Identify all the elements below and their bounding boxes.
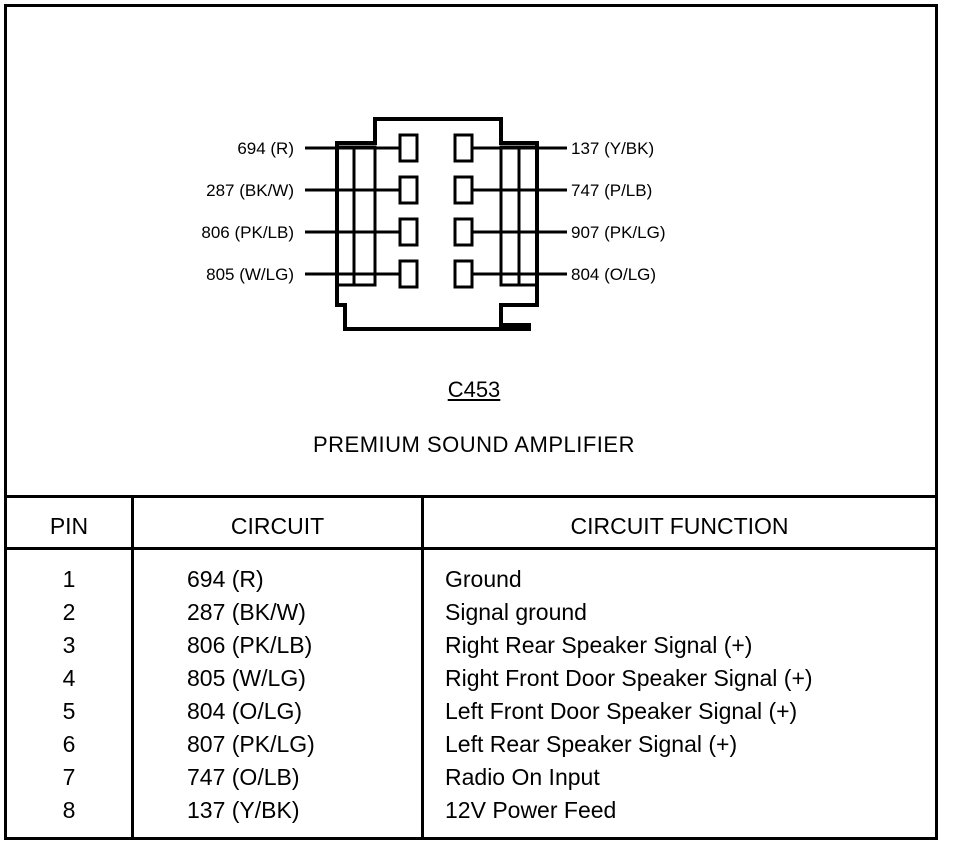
circuit-cell: 804 (O/LG) bbox=[187, 698, 303, 724]
wire-label-right: 747 (P/LB) bbox=[571, 181, 652, 200]
terminal-cavity bbox=[453, 175, 474, 205]
pin-cell: 2 bbox=[62, 599, 76, 625]
table-row: 7 747 (O/LB) Radio On Input bbox=[7, 761, 935, 794]
connector-name: PREMIUM SOUND AMPLIFIER bbox=[313, 432, 635, 457]
pin-cell: 3 bbox=[62, 632, 76, 658]
function-cell: Ground bbox=[445, 566, 522, 592]
terminal-cavity bbox=[398, 217, 419, 247]
wire-label-left: 806 (PK/LB) bbox=[201, 223, 294, 242]
connector-housing bbox=[335, 117, 539, 331]
function-cell: Right Front Door Speaker Signal (+) bbox=[445, 665, 813, 691]
pin-cell: 6 bbox=[62, 731, 76, 757]
pin-cell: 1 bbox=[62, 566, 76, 592]
circuit-cell: 137 (Y/BK) bbox=[187, 797, 300, 823]
wire-label-right: 137 (Y/BK) bbox=[571, 139, 654, 158]
function-cell: Signal ground bbox=[445, 599, 587, 625]
function-cell: Left Rear Speaker Signal (+) bbox=[445, 731, 738, 757]
terminal-cavity bbox=[453, 133, 474, 163]
table-row: 1 694 (R) Ground bbox=[7, 563, 935, 596]
column-divider bbox=[421, 497, 424, 837]
left-latch bbox=[335, 145, 377, 287]
function-cell: Radio On Input bbox=[445, 764, 600, 790]
pin-cell: 4 bbox=[62, 665, 76, 691]
pin-cell: 7 bbox=[62, 764, 76, 790]
column-divider bbox=[131, 497, 134, 837]
table-row: 2 287 (BK/W) Signal ground bbox=[7, 596, 935, 629]
header-rule bbox=[7, 547, 935, 550]
circuit-cell: 287 (BK/W) bbox=[187, 599, 306, 625]
table-row: 6 807 (PK/LG) Left Rear Speaker Signal (+) bbox=[7, 728, 935, 761]
function-cell: Left Front Door Speaker Signal (+) bbox=[445, 698, 798, 724]
circuit-cell: 806 (PK/LB) bbox=[187, 632, 313, 658]
connector-id: C453 bbox=[447, 377, 501, 402]
pin-cell: 5 bbox=[62, 698, 76, 724]
table-row: 3 806 (PK/LB) Right Rear Speaker Signal (+… bbox=[7, 629, 935, 662]
table-divider bbox=[7, 495, 935, 498]
wire-label-right: 907 (PK/LG) bbox=[571, 223, 666, 242]
wire-label-right: 804 (O/LG) bbox=[571, 265, 656, 284]
wire-label-left: 805 (W/LG) bbox=[206, 265, 294, 284]
circuit-cell: 747 (O/LB) bbox=[187, 764, 300, 790]
terminal-cavity bbox=[398, 133, 419, 163]
function-cell: 12V Power Feed bbox=[445, 797, 617, 823]
circuit-cell: 694 (R) bbox=[187, 566, 264, 592]
header-pin: PIN bbox=[49, 513, 89, 539]
circuit-cell: 807 (PK/LG) bbox=[187, 731, 315, 757]
header-circuit: CIRCUIT bbox=[230, 513, 325, 539]
terminal-cavity bbox=[398, 259, 419, 289]
wire-label-left: 287 (BK/W) bbox=[206, 181, 294, 200]
terminal-cavity bbox=[398, 175, 419, 205]
table-row: 5 804 (O/LG) Left Front Door Speaker Signa… bbox=[7, 695, 935, 728]
pin-cell: 8 bbox=[62, 797, 76, 823]
table-row: 8 137 (Y/BK) 12V Power Feed bbox=[7, 794, 935, 827]
circuit-cell: 805 (W/LG) bbox=[187, 665, 306, 691]
wire-label-left: 694 (R) bbox=[237, 139, 294, 158]
header-function: CIRCUIT FUNCTION bbox=[570, 513, 789, 539]
diagram-frame: 694 (R) 287 (BK/W) 806 (PK/LB) 805 (W/LG… bbox=[4, 4, 938, 840]
connector-diagram: 694 (R) 287 (BK/W) 806 (PK/LB) 805 (W/LG… bbox=[201, 117, 666, 331]
function-cell: Right Rear Speaker Signal (+) bbox=[445, 632, 753, 658]
table-row: 4 805 (W/LG) Right Front Door Speaker Sign… bbox=[7, 662, 935, 695]
terminal-cavity bbox=[453, 259, 474, 289]
terminal-cavity bbox=[453, 217, 474, 247]
